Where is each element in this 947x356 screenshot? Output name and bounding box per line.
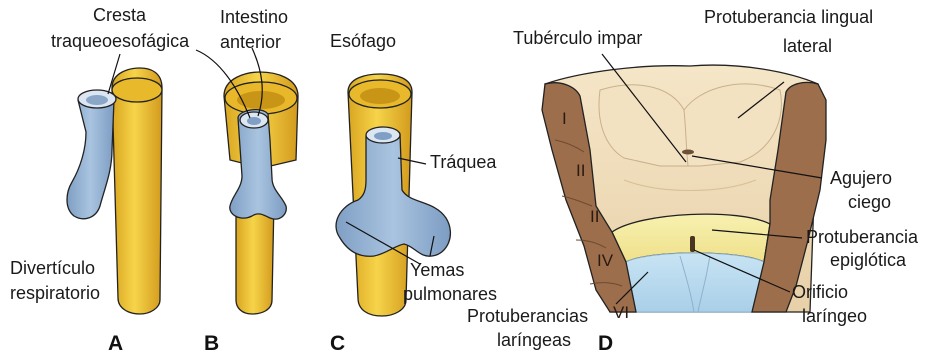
label-lung-buds-line1: Yemas bbox=[410, 260, 464, 280]
label-lateral-swelling-line1: Protuberancia lingual bbox=[704, 7, 873, 27]
label-trachea: Tráquea bbox=[430, 152, 497, 172]
panel-d: I II II IV VI bbox=[542, 65, 826, 322]
label-lateral-swelling-line2: lateral bbox=[783, 36, 832, 56]
arch-numeral-vi: VI bbox=[613, 303, 629, 322]
label-foramen-line1: Agujero bbox=[830, 168, 892, 188]
label-arytenoid-line2: laríngeas bbox=[497, 330, 571, 350]
panel-b bbox=[224, 72, 298, 314]
label-diverticulum-line2: respiratorio bbox=[10, 283, 100, 303]
foramen-cecum bbox=[682, 150, 694, 155]
label-foramen-line2: ciego bbox=[848, 192, 891, 212]
label-diverticulum-line1: Divertículo bbox=[10, 258, 95, 278]
panel-letter-a: A bbox=[108, 332, 123, 355]
label-epiglottic-line1: Protuberancia bbox=[806, 227, 919, 247]
label-tuberculum-impar: Tubérculo impar bbox=[513, 28, 642, 48]
label-foregut-line1: Intestino bbox=[220, 7, 288, 27]
arch-numeral-iv: IV bbox=[597, 251, 614, 270]
esophagus-opening-a bbox=[112, 78, 162, 102]
label-esophagus: Esófago bbox=[330, 31, 396, 51]
label-laryngeal-orifice-line1: Orificio bbox=[792, 282, 848, 302]
label-lung-buds-line2: pulmonares bbox=[403, 284, 497, 304]
arch-numeral-i: I bbox=[562, 109, 567, 128]
label-arytenoid-line1: Protuberancias bbox=[467, 306, 588, 326]
laryngeal-region bbox=[626, 253, 764, 312]
panel-letter-c: C bbox=[330, 332, 345, 355]
label-epiglottic-line2: epiglótica bbox=[830, 250, 907, 270]
respiratory-diverticulum bbox=[67, 92, 114, 218]
esophagus-tube-a bbox=[112, 68, 162, 314]
label-foregut-line2: anterior bbox=[220, 32, 281, 52]
panel-letter-d: D bbox=[598, 332, 613, 355]
label-ridge-line2: traqueoesofágica bbox=[51, 31, 190, 51]
panel-letter-b: B bbox=[204, 332, 219, 355]
arch-numeral-ii-upper: II bbox=[576, 161, 585, 180]
label-ridge-line1: Cresta bbox=[93, 5, 147, 25]
arch-numeral-ii-lower: II bbox=[590, 207, 599, 226]
label-laryngeal-orifice-line2: laríngeo bbox=[802, 306, 867, 326]
